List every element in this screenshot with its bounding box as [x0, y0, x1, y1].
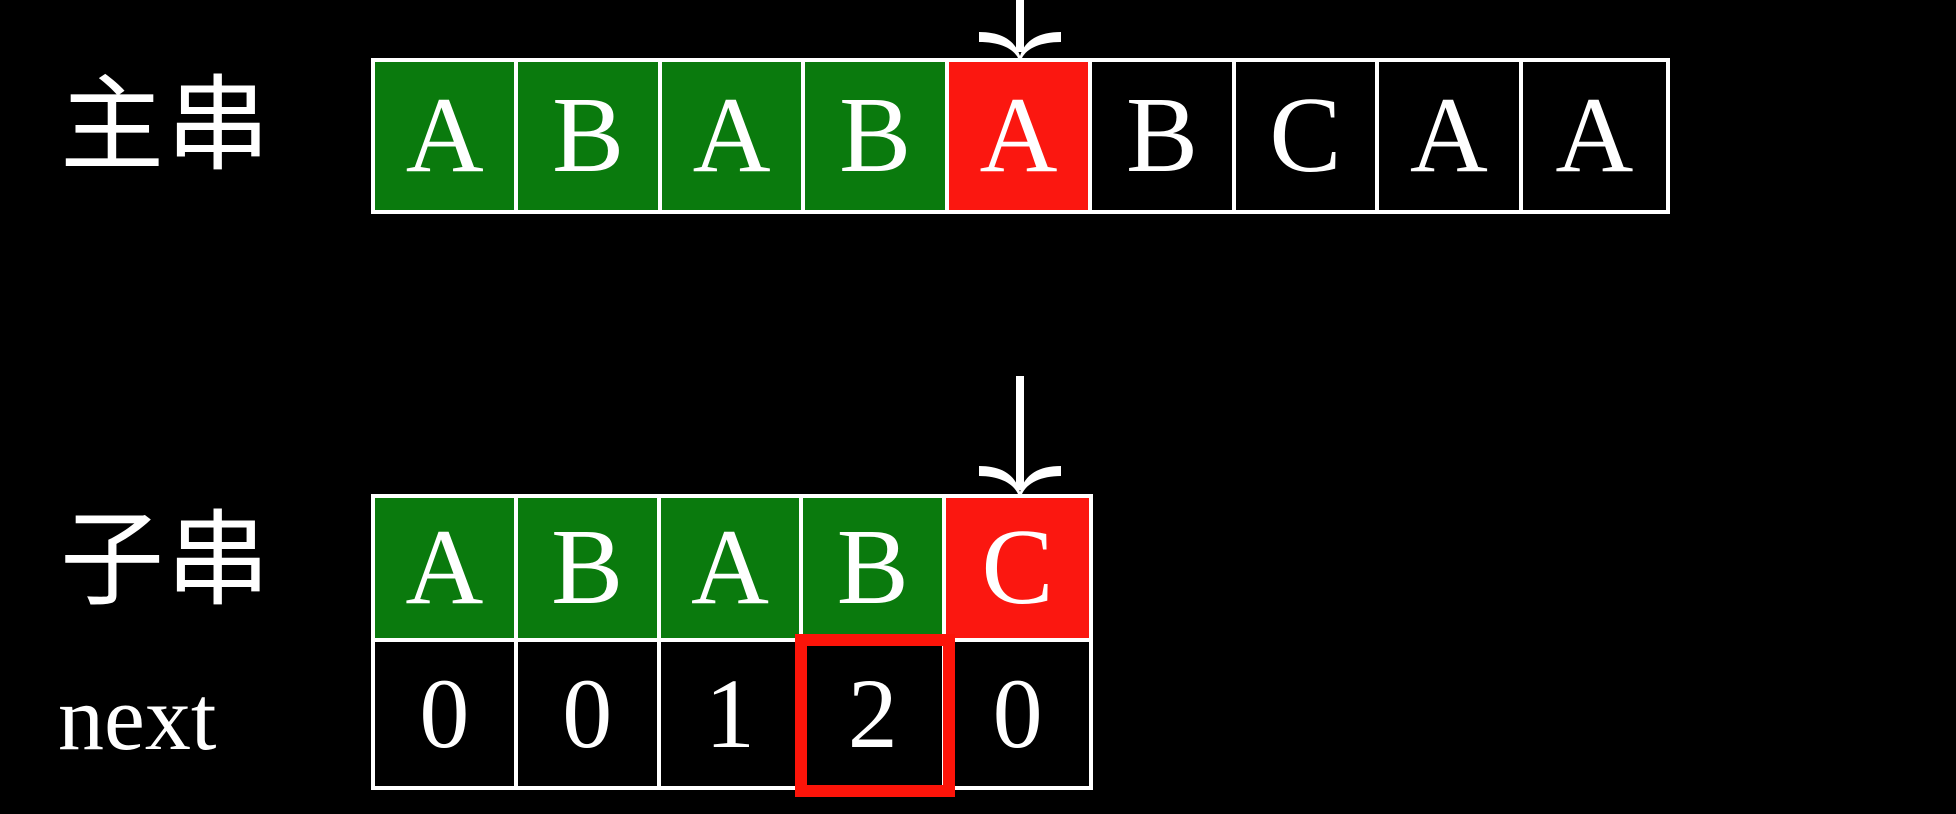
main-cell-3[interactable]: B: [805, 62, 949, 210]
down-arrow-icon: [979, 0, 1061, 58]
down-arrow-icon: [979, 376, 1061, 494]
sub-cell-4[interactable]: C: [946, 498, 1089, 638]
sub-pointer-arrow: [955, 374, 1085, 496]
next-cell-value: 0: [992, 658, 1043, 769]
main-cell-char: B: [1125, 76, 1199, 195]
next-cell-1[interactable]: 0: [517, 642, 661, 786]
main-cell-char: A: [692, 76, 771, 195]
next-array-label: next: [58, 667, 217, 769]
main-cell-5[interactable]: B: [1092, 62, 1236, 210]
sub-cell-char: B: [551, 508, 624, 627]
main-string-label: 主串: [60, 64, 273, 186]
next-cell-value: 0: [419, 658, 470, 769]
main-cell-char: C: [1269, 76, 1342, 195]
sub-cell-char: A: [405, 508, 484, 627]
next-cell-value: 0: [562, 658, 613, 769]
sub-cell-1[interactable]: B: [517, 498, 661, 638]
main-cell-char: B: [552, 76, 625, 195]
sub-cell-char: B: [836, 508, 909, 627]
next-array-grid: 0 0 1 2 0: [371, 642, 1093, 790]
main-string-grid: A B A B A B C A A: [371, 58, 1670, 214]
main-cell-2[interactable]: A: [661, 62, 806, 210]
sub-cell-char: C: [981, 508, 1054, 627]
main-cell-0[interactable]: A: [375, 62, 519, 210]
main-cell-char: A: [979, 76, 1058, 195]
next-cell-2[interactable]: 1: [660, 642, 804, 786]
main-cell-1[interactable]: B: [518, 62, 662, 210]
main-cell-char: A: [405, 76, 484, 195]
sub-string-grid: A B A B C: [371, 494, 1093, 642]
sub-string-label: 子串: [60, 499, 273, 621]
next-cell-value: 2: [847, 658, 898, 769]
next-cell-3[interactable]: 2: [803, 642, 947, 786]
main-cell-char: A: [1409, 76, 1488, 195]
next-cell-value: 1: [704, 658, 755, 769]
sub-cell-0[interactable]: A: [375, 498, 518, 638]
next-cell-0[interactable]: 0: [375, 642, 518, 786]
next-cell-4[interactable]: 0: [946, 642, 1089, 786]
sub-cell-2[interactable]: A: [660, 498, 804, 638]
sub-cell-char: A: [690, 508, 769, 627]
sub-cell-3[interactable]: B: [803, 498, 947, 638]
main-cell-7[interactable]: A: [1379, 62, 1523, 210]
main-pointer-arrow: [955, 0, 1085, 58]
main-cell-4[interactable]: A: [948, 62, 1093, 210]
main-cell-8[interactable]: A: [1522, 62, 1667, 210]
main-cell-6[interactable]: C: [1235, 62, 1380, 210]
main-cell-char: B: [839, 76, 912, 195]
main-cell-char: A: [1555, 76, 1634, 195]
